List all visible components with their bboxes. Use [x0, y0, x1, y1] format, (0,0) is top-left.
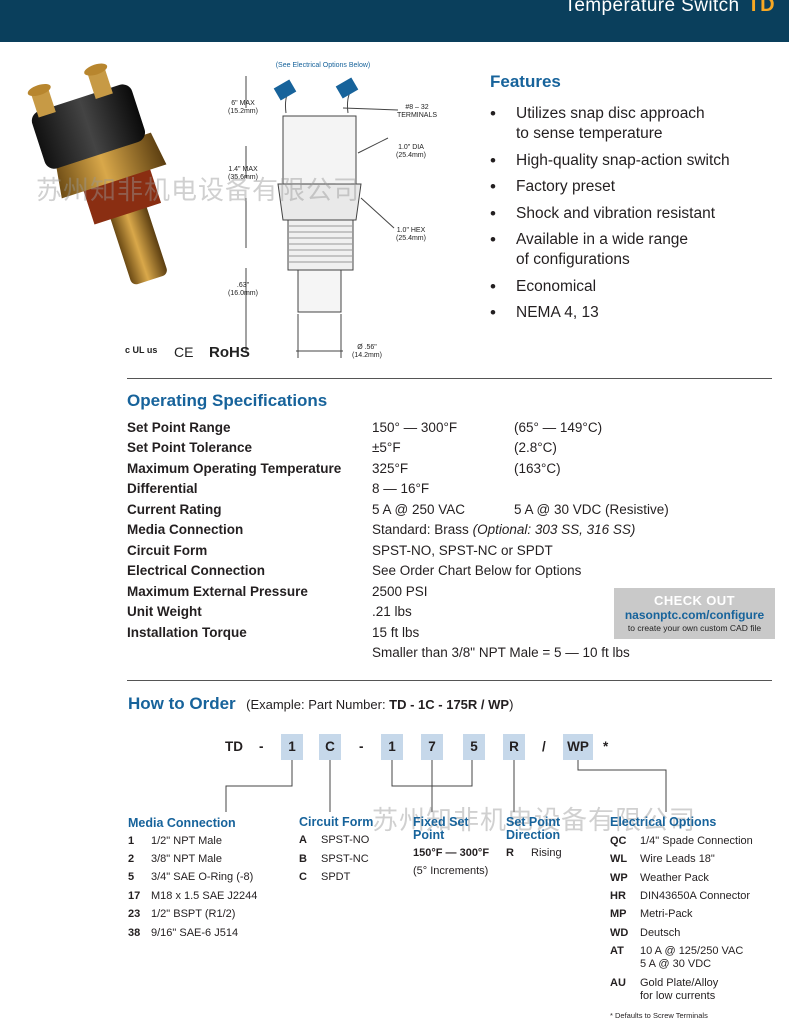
configure-link[interactable]: nasonptc.com/configure	[624, 608, 765, 622]
feature-item: Shock and vibration resistant	[490, 204, 780, 224]
features-title: Features	[490, 72, 561, 91]
ce-cert-icon: CE	[174, 344, 194, 360]
spec-row: Unit Weight.21 lbs	[127, 604, 412, 619]
cta-heading: CHECK OUT	[654, 593, 735, 608]
electrical-options-title: Electrical Options	[610, 815, 717, 829]
product-photo	[27, 63, 167, 285]
feature-item: Factory preset	[490, 177, 780, 197]
code-prefix: TD	[225, 739, 243, 754]
order-title: How to Order	[128, 694, 236, 713]
diagram-note: (See Electrical Options Below)	[275, 62, 371, 69]
media-connection-title: Media Connection	[128, 816, 236, 830]
dim-probe-length: .63"(16.0mm)	[228, 282, 258, 297]
code-dash: -	[259, 739, 264, 754]
spec-row: Smaller than 3/8" NPT Male = 5 — 10 ft l…	[372, 645, 630, 660]
dim-body-height: 1.4" MAX(35.6mm)	[228, 166, 258, 181]
code-box-set-point-3: 5	[463, 734, 485, 760]
specs-title: Operating Specifications	[127, 391, 328, 410]
ul-cert-icon: c UL us	[125, 345, 158, 355]
code-dash: -	[359, 739, 364, 754]
divider	[127, 378, 772, 379]
watermark-bottom: 苏州知非机电设备有限公司	[372, 805, 697, 835]
dimension-drawing	[245, 76, 399, 358]
code-box-electrical: WP	[563, 734, 593, 760]
code-box-set-point-1: 1	[381, 734, 403, 760]
code-asterisk: *	[603, 739, 609, 754]
dim-terminal-height: 6" MAX(15.2mm)	[228, 100, 258, 115]
code-box-direction: R	[503, 734, 525, 760]
divider	[127, 680, 772, 681]
dim-diameter: 1.0" DIA(25.4mm)	[396, 144, 426, 159]
code-box-circuit-form: C	[319, 734, 341, 760]
configure-cta[interactable]: CHECK OUT nasonptc.com/configure to crea…	[614, 588, 775, 639]
dim-probe-diameter: Ø .56"(14.2mm)	[352, 344, 382, 359]
order-example: (Example: Part Number: TD - 1C - 175R / …	[246, 697, 514, 712]
electrical-footnote: * Defaults to Screw Terminals	[610, 1011, 708, 1020]
dim-hex: 1.0" HEX(25.4mm)	[396, 227, 426, 242]
code-slash: /	[542, 739, 546, 754]
code-box-set-point-2: 7	[421, 734, 443, 760]
set-point-increments: (5° Increments)	[413, 865, 489, 877]
header-bar	[0, 0, 789, 42]
circuit-form-title: Circuit Form	[299, 815, 374, 829]
rohs-cert: RoHS	[209, 344, 250, 361]
cta-caption: to create your own custom CAD file	[627, 623, 762, 633]
feature-item: High-quality snap-action switch	[490, 151, 780, 171]
order-header: How to Order (Example: Part Number: TD -…	[128, 694, 513, 714]
feature-item: Economical	[490, 277, 780, 297]
watermark-top: 苏州知非机电设备有限公司	[36, 175, 361, 205]
feature-item: NEMA 4, 13	[490, 303, 780, 323]
code-box-media-connection: 1	[281, 734, 303, 760]
product-code: TD	[747, 0, 775, 16]
spec-row: Set Point Tolerance±5°F(2.8°C)	[127, 440, 557, 455]
set-point-range: 150°F — 300°F	[413, 847, 490, 859]
